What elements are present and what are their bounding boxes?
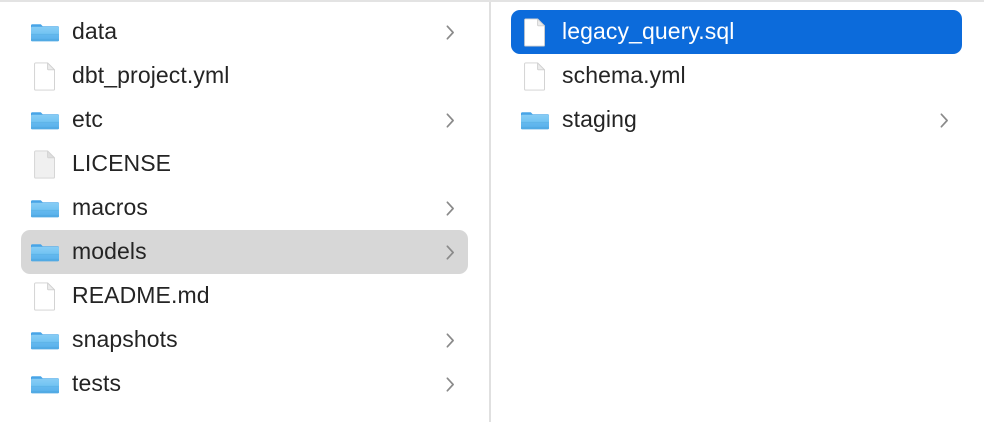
chevron-right-icon[interactable] xyxy=(443,109,457,131)
folder-icon xyxy=(30,193,60,223)
item-label: README.md xyxy=(72,282,210,308)
item-label: staging xyxy=(562,106,637,132)
item-label: dbt_project.yml xyxy=(72,62,230,88)
item-label: tests xyxy=(72,370,122,396)
chevron-right-icon[interactable] xyxy=(443,241,457,263)
chevron-right-icon[interactable] xyxy=(443,197,457,219)
file-row[interactable]: schema.yml xyxy=(511,54,962,98)
item-label: schema.yml xyxy=(562,62,686,88)
document-icon xyxy=(520,17,550,47)
folder-row[interactable]: snapshots xyxy=(21,318,468,362)
plain-document-icon xyxy=(30,149,60,179)
folder-row[interactable]: staging xyxy=(511,98,962,142)
document-icon xyxy=(30,281,60,311)
folder-icon xyxy=(30,105,60,135)
folder-row[interactable]: models xyxy=(21,230,468,274)
document-icon xyxy=(30,61,60,91)
folder-icon xyxy=(30,369,60,399)
folder-icon xyxy=(520,105,550,135)
item-label: models xyxy=(72,238,147,264)
item-label: data xyxy=(72,18,118,44)
folder-icon xyxy=(30,17,60,47)
item-label: LICENSE xyxy=(72,150,172,176)
folder-row[interactable]: data xyxy=(21,10,468,54)
folder-row[interactable]: etc xyxy=(21,98,468,142)
chevron-right-icon[interactable] xyxy=(443,21,457,43)
folder-row[interactable]: tests xyxy=(21,362,468,406)
chevron-right-icon[interactable] xyxy=(443,329,457,351)
item-label: snapshots xyxy=(72,326,178,352)
file-row[interactable]: README.md xyxy=(21,274,468,318)
item-label: etc xyxy=(72,106,103,132)
finder-column-models-folder[interactable]: legacy_query.sql schema.yml staging xyxy=(491,2,984,422)
file-row[interactable]: dbt_project.yml xyxy=(21,54,468,98)
finder-column-project-root[interactable]: data dbt_project.yml etc xyxy=(0,2,491,422)
chevron-right-icon[interactable] xyxy=(937,109,951,131)
file-row[interactable]: legacy_query.sql xyxy=(511,10,962,54)
folder-row[interactable]: macros xyxy=(21,186,468,230)
document-icon xyxy=(520,61,550,91)
item-label: legacy_query.sql xyxy=(562,18,735,44)
folder-icon xyxy=(30,325,60,355)
chevron-right-icon[interactable] xyxy=(443,373,457,395)
file-row[interactable]: LICENSE xyxy=(21,142,468,186)
folder-icon xyxy=(30,237,60,267)
item-label: macros xyxy=(72,194,149,220)
